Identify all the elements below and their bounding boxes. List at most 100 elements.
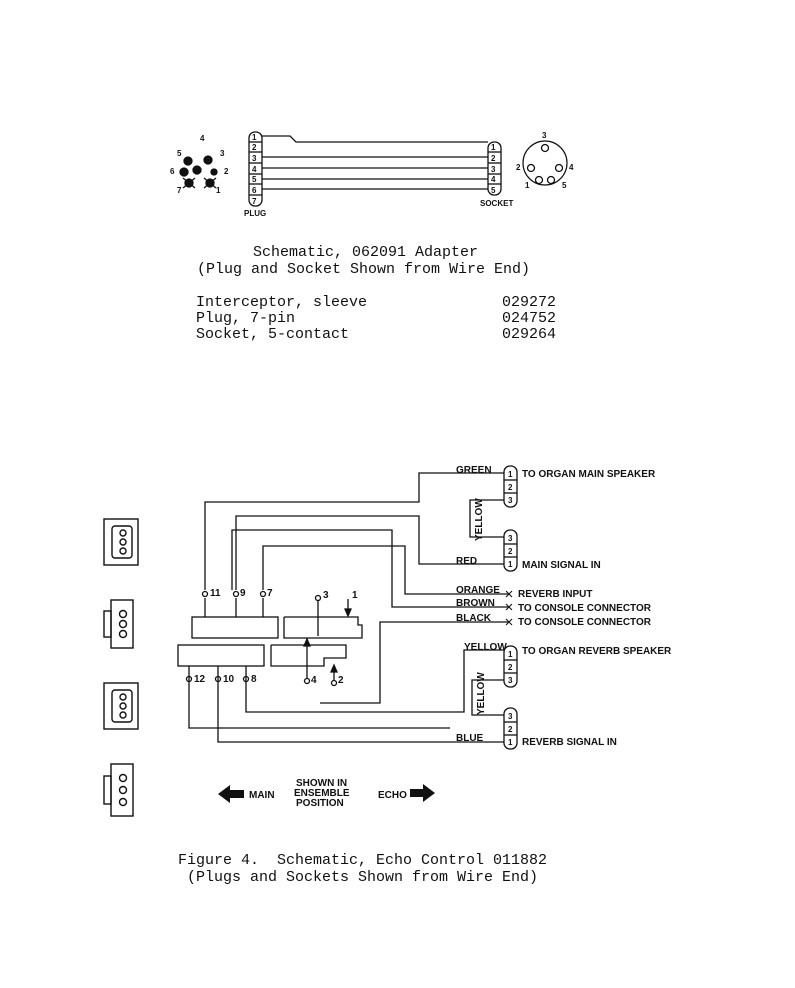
svg-text:1: 1 <box>216 186 221 195</box>
svg-text:2: 2 <box>508 483 513 492</box>
svg-text:YELLOW: YELLOW <box>474 498 485 541</box>
connector-main-signal <box>503 529 518 572</box>
destination-labels: TO ORGAN MAIN SPEAKER MAIN SIGNAL IN REV… <box>518 469 672 748</box>
position-line3: POSITION <box>296 798 344 809</box>
svg-text:2: 2 <box>508 725 513 734</box>
wire-labels: GREEN YELLOW RED ORANGE BROWN BLACK YELL… <box>456 465 507 744</box>
svg-text:4: 4 <box>569 163 574 172</box>
svg-text:BROWN: BROWN <box>456 598 495 609</box>
svg-text:1: 1 <box>508 738 513 747</box>
socket-face-icon <box>522 140 568 186</box>
adapter-schematic <box>179 131 568 207</box>
svg-text:3: 3 <box>252 154 257 163</box>
socket-pin-numbers: 1 2 3 4 5 <box>491 143 496 195</box>
svg-text:YELLOW: YELLOW <box>464 642 507 653</box>
adapter-caption-line1: Schematic, 062091 Adapter <box>253 244 479 261</box>
part-name: Socket, 5-contact <box>196 326 350 343</box>
svg-text:YELLOW: YELLOW <box>476 672 487 715</box>
figure-caption-line1: Figure 4. Schematic, Echo Control 011882 <box>178 852 548 869</box>
svg-text:7: 7 <box>252 197 257 206</box>
part-name: Plug, 7-pin <box>196 310 296 327</box>
plug-label: PLUG <box>244 209 266 218</box>
svg-text:2: 2 <box>508 547 513 556</box>
figure-caption-line2: (Plugs and Sockets Shown from Wire End) <box>187 869 539 886</box>
svg-text:5: 5 <box>491 186 496 195</box>
svg-text:2: 2 <box>516 163 521 172</box>
svg-text:1: 1 <box>252 133 257 142</box>
svg-text:TO CONSOLE CONNECTOR: TO CONSOLE CONNECTOR <box>518 603 652 614</box>
svg-text:4: 4 <box>491 175 496 184</box>
svg-text:1: 1 <box>352 590 358 601</box>
connector-reverb-speaker <box>503 645 518 688</box>
svg-text:5: 5 <box>177 149 182 158</box>
svg-text:4: 4 <box>311 675 317 686</box>
connector-front-icon <box>103 518 139 566</box>
side-connector-icons <box>103 518 139 817</box>
svg-text:5: 5 <box>562 181 567 190</box>
part-name: Interceptor, sleeve <box>196 294 368 311</box>
svg-text:7: 7 <box>267 588 273 599</box>
svg-text:MAIN SIGNAL IN: MAIN SIGNAL IN <box>522 560 601 571</box>
svg-text:REVERB SIGNAL IN: REVERB SIGNAL IN <box>522 737 617 748</box>
svg-text:3: 3 <box>508 496 513 505</box>
svg-text:4: 4 <box>200 134 205 143</box>
adapter-caption-line2: (Plug and Socket Shown from Wire End) <box>197 261 531 278</box>
svg-text:1: 1 <box>508 470 513 479</box>
plug-pin-numbers: 1 2 3 4 5 6 7 <box>252 133 257 206</box>
position-line1: SHOWN IN <box>296 778 347 789</box>
svg-text:1: 1 <box>508 560 513 569</box>
connector-reverb-signal <box>503 707 518 750</box>
svg-text:6: 6 <box>252 186 257 195</box>
svg-text:TO ORGAN MAIN SPEAKER: TO ORGAN MAIN SPEAKER <box>522 469 656 480</box>
svg-text:3: 3 <box>220 149 225 158</box>
svg-text:1: 1 <box>508 650 513 659</box>
svg-text:3: 3 <box>323 590 329 601</box>
svg-text:TO CONSOLE CONNECTOR: TO CONSOLE CONNECTOR <box>518 617 652 628</box>
socket-label: SOCKET <box>480 199 513 208</box>
part-number: 024752 <box>502 310 557 327</box>
part-number: 029272 <box>502 294 557 311</box>
svg-text:6: 6 <box>170 167 175 176</box>
svg-text:12: 12 <box>194 674 206 685</box>
svg-text:3: 3 <box>508 534 513 543</box>
echo-arrow-icon <box>410 784 435 802</box>
svg-text:GREEN: GREEN <box>456 465 492 476</box>
svg-text:7: 7 <box>177 186 182 195</box>
svg-text:ORANGE: ORANGE <box>456 585 500 596</box>
connector-front-icon <box>103 682 139 730</box>
svg-text:TO ORGAN REVERB SPEAKER: TO ORGAN REVERB SPEAKER <box>522 646 672 657</box>
main-label: MAIN <box>249 790 275 801</box>
svg-text:4: 4 <box>252 165 257 174</box>
position-line2: ENSEMBLE <box>294 788 350 799</box>
echo-connector-pins: 1 2 3 3 2 1 1 2 3 3 2 1 <box>508 470 513 747</box>
svg-text:3: 3 <box>542 131 547 140</box>
svg-text:BLUE: BLUE <box>456 733 484 744</box>
svg-text:REVERB INPUT: REVERB INPUT <box>518 589 592 600</box>
svg-text:1: 1 <box>491 143 496 152</box>
svg-text:RED: RED <box>456 556 477 567</box>
plug-face-icon <box>179 155 218 189</box>
svg-text:2: 2 <box>224 167 229 176</box>
svg-text:3: 3 <box>508 676 513 685</box>
connector-main-speaker <box>503 465 518 508</box>
switch-pin-labels: 11 9 7 3 1 12 10 8 4 2 <box>194 588 358 686</box>
svg-text:3: 3 <box>508 712 513 721</box>
svg-text:11: 11 <box>210 588 221 599</box>
svg-text:10: 10 <box>223 674 235 685</box>
svg-text:5: 5 <box>252 175 257 184</box>
svg-text:9: 9 <box>240 588 246 599</box>
connector-side-icon <box>103 763 134 817</box>
echo-label: ECHO <box>378 790 407 801</box>
plug-face-numbers: 4 5 3 6 2 7 1 <box>170 134 229 195</box>
echo-control-schematic <box>177 465 518 750</box>
svg-text:2: 2 <box>252 143 257 152</box>
part-number: 029264 <box>502 326 557 343</box>
svg-text:3: 3 <box>491 165 496 174</box>
svg-text:1: 1 <box>525 181 530 190</box>
socket-face-numbers: 3 2 4 1 5 <box>516 131 574 190</box>
svg-text:8: 8 <box>251 674 257 685</box>
svg-text:2: 2 <box>491 154 496 163</box>
svg-text:2: 2 <box>508 663 513 672</box>
connector-side-icon <box>103 599 134 649</box>
